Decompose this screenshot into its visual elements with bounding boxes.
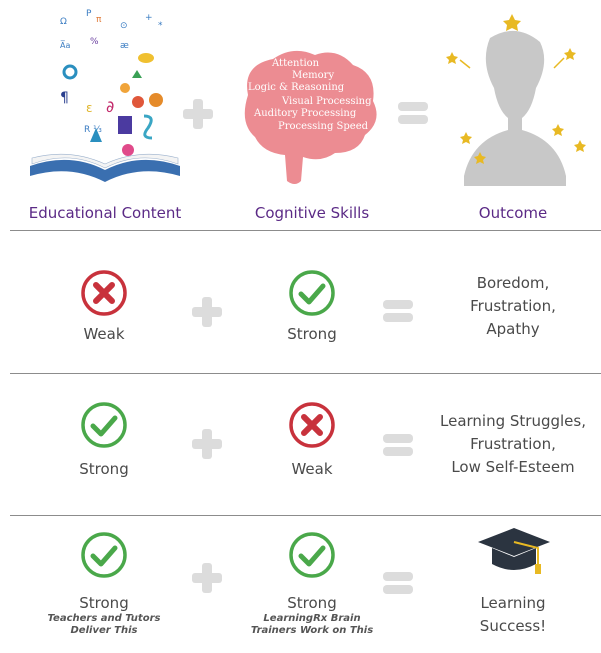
row-3-content-label: Strong <box>79 594 129 612</box>
brain-skill-auditory: Auditory Processing <box>254 108 357 119</box>
row-2-skills-label: Weak <box>291 460 333 478</box>
check-icon <box>289 532 335 578</box>
row-1-content-label: Weak <box>83 325 125 343</box>
svg-text:P: P <box>86 9 92 19</box>
equals-icon <box>383 300 413 322</box>
row-2-outcome-line: Low Self-Esteem <box>451 458 575 476</box>
svg-text:⊙: ⊙ <box>120 21 128 31</box>
person-silhouette-illustration <box>446 14 586 187</box>
svg-text:π: π <box>96 15 102 25</box>
brain-skill-memory: Memory <box>292 70 335 81</box>
row-2-outcome-line: Learning Struggles, <box>440 412 586 430</box>
divider <box>10 373 601 374</box>
header-cognitive-skills: Cognitive Skills <box>254 204 370 222</box>
svg-text:Ω: Ω <box>60 17 67 27</box>
divider <box>10 230 601 231</box>
row-3-outcome: Learning Success! <box>418 592 601 638</box>
brain-skill-visual: Visual Processing <box>282 96 372 107</box>
svg-text:R ⅓: R ⅓ <box>84 125 102 135</box>
check-icon <box>81 532 127 578</box>
row-3-skills-label: Strong <box>287 594 337 612</box>
row-1-outcome: Boredom, Frustration, Apathy <box>418 272 601 341</box>
plus-icon <box>192 429 222 459</box>
equals-icon <box>383 572 413 594</box>
row-3-outcome-line: Learning <box>480 594 546 612</box>
svg-text:∂: ∂ <box>106 97 114 116</box>
brain-skill-speed: Processing Speed <box>278 121 369 132</box>
row-2-outcome-line: Frustration, <box>470 435 556 453</box>
brain-skill-logic: Logic & Reasoning <box>248 82 345 93</box>
row-3-outcome-line: Success! <box>479 617 547 635</box>
svg-text:%: % <box>90 37 99 47</box>
svg-text:æ: æ <box>120 41 129 51</box>
check-icon <box>289 270 335 316</box>
row-1-outcome-line: Frustration, <box>470 297 556 315</box>
cross-icon <box>289 402 335 448</box>
row-1-outcome-line: Apathy <box>486 320 540 338</box>
header-educational-content: Educational Content <box>28 204 182 222</box>
check-icon <box>81 402 127 448</box>
svg-text:+: + <box>145 13 153 23</box>
plus-icon <box>183 99 213 129</box>
row-2-outcome: Learning Struggles, Frustration, Low Sel… <box>418 410 601 479</box>
svg-text:ε: ε <box>86 101 93 115</box>
row-3-skills-note: LearningRx Brain Trainers Work on This <box>250 613 374 636</box>
cross-icon <box>81 270 127 316</box>
plus-icon <box>192 297 222 327</box>
row-3-content-note: Teachers and Tutors Deliver This <box>47 613 161 636</box>
row-1-skills-label: Strong <box>287 325 337 343</box>
graduation-cap-icon <box>478 528 550 574</box>
header-outcome: Outcome <box>478 204 548 222</box>
divider <box>10 515 601 516</box>
row-2-content-label: Strong <box>79 460 129 478</box>
equals-icon <box>398 102 428 124</box>
plus-icon <box>192 563 222 593</box>
svg-text:¶: ¶ <box>60 90 69 106</box>
svg-text:A̅a: A̅a <box>60 40 71 50</box>
equals-icon <box>383 434 413 456</box>
brain-skill-attention: Attention <box>272 58 320 69</box>
book-illustration: Ω Pπ ⊙ + * A̅a% æ ¶ ε ∂ R ⅓ <box>30 9 180 182</box>
brain-illustration: Attention Memory Logic & Reasoning Visua… <box>228 40 378 190</box>
svg-text:*: * <box>158 21 163 31</box>
row-1-outcome-line: Boredom, <box>476 274 550 292</box>
